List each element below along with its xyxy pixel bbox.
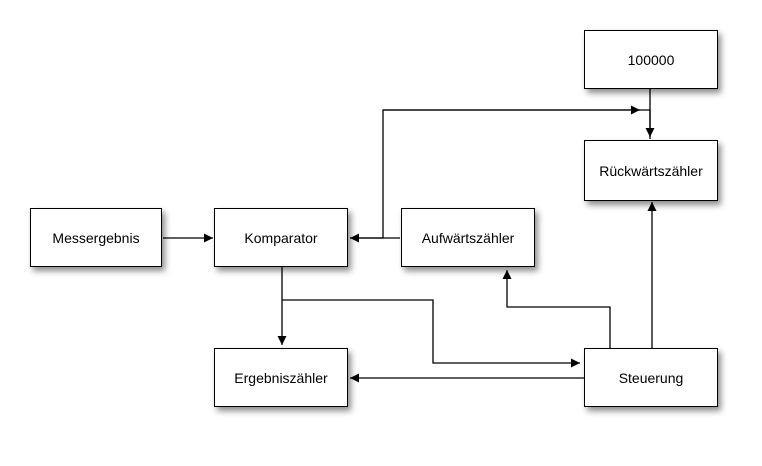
node-komparator: Komparator (214, 208, 348, 267)
node-aufwaertszaehler-label: Aufwärtszähler (421, 229, 515, 246)
node-messergebnis: Messergebnis (30, 208, 162, 267)
edge-komparator-steuerung (282, 299, 580, 368)
node-rueckwaertszaehler-label: Rückwärtszähler (599, 162, 703, 179)
node-rueckwaertszaehler: Rückwärtszähler (584, 140, 718, 201)
node-aufwaertszaehler: Aufwärtszähler (401, 208, 535, 267)
node-messergebnis-label: Messergebnis (52, 229, 140, 246)
node-ergebniszaehler-label: Ergebniszähler (234, 369, 328, 386)
node-steuerung: Steuerung (584, 348, 718, 407)
node-komparator-label: Komparator (244, 229, 318, 246)
node-ergebniszaehler: Ergebniszähler (214, 348, 348, 407)
node-steuerung-label: Steuerung (618, 369, 684, 386)
edge-steuerung-aufwaertszaehler (502, 270, 611, 348)
node-startwert: 100000 (584, 30, 718, 89)
node-startwert-label: 100000 (627, 51, 675, 68)
